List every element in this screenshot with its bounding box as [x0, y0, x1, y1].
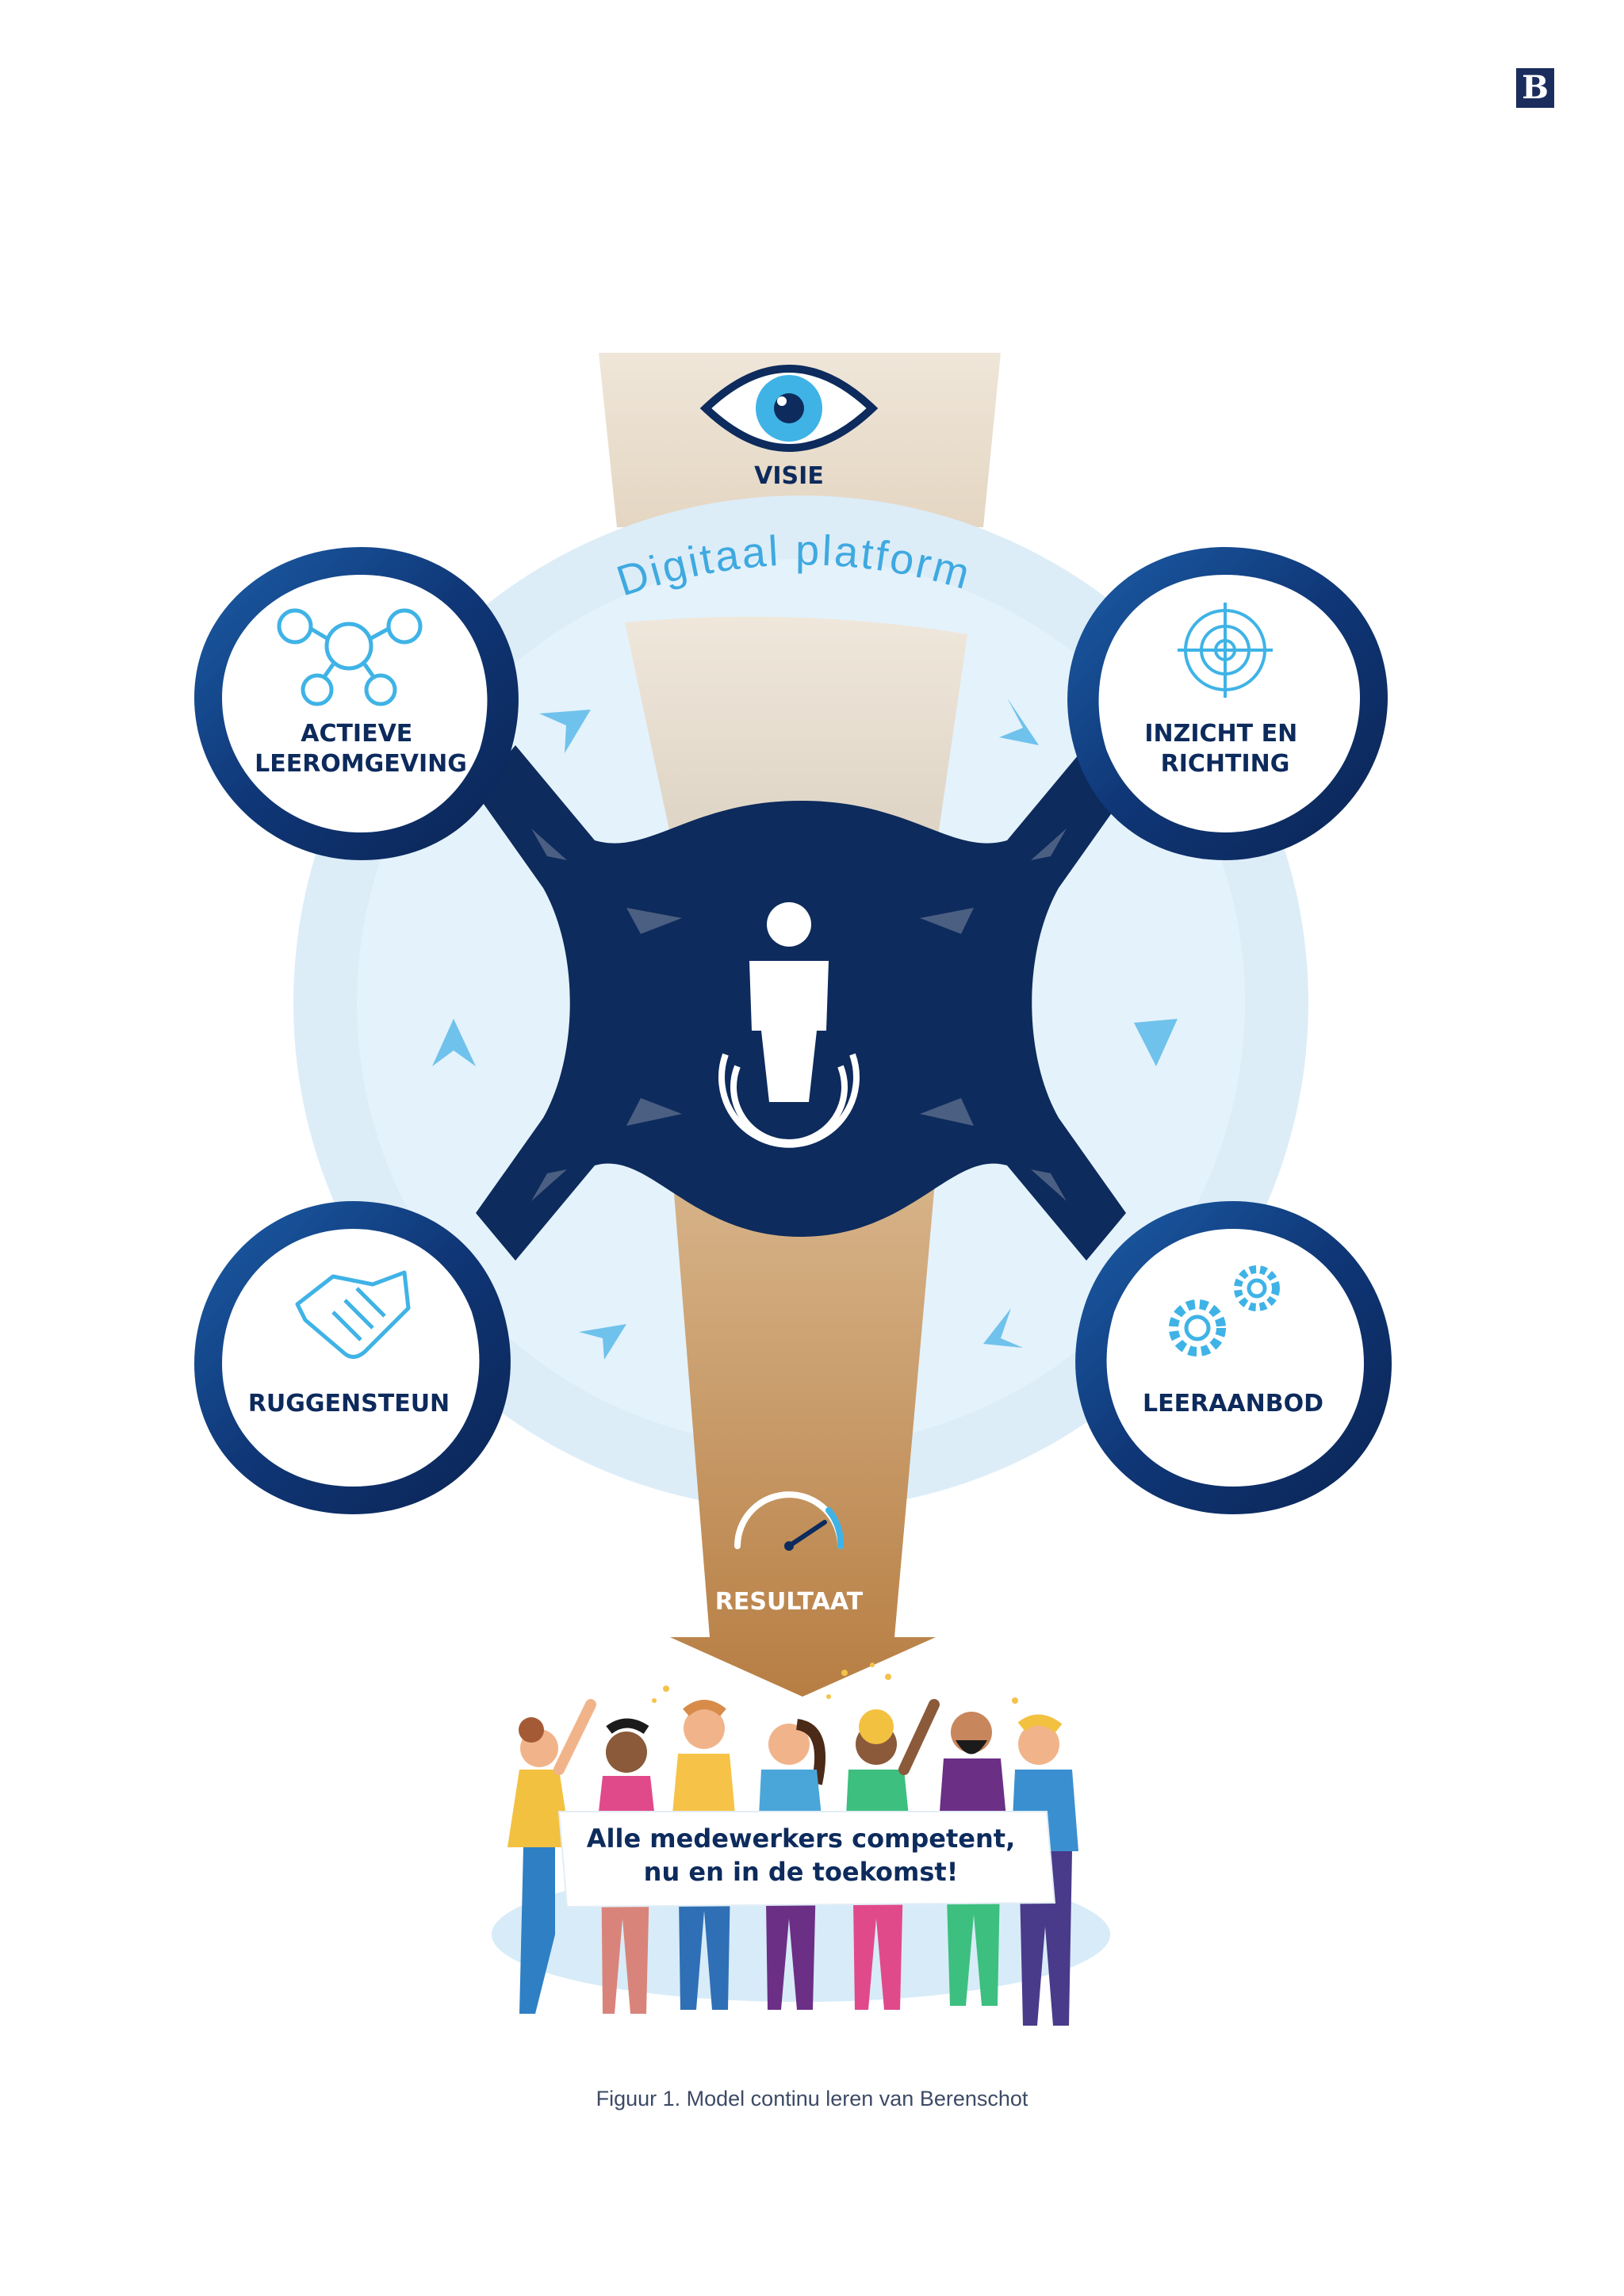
banner-line1: Alle medewerkers competent,	[587, 1823, 1015, 1854]
sparkles	[652, 1663, 1018, 1704]
node-inzicht-en-richting: INZICHT EN RICHTING	[1067, 547, 1388, 860]
crosshair-target-icon	[1178, 603, 1273, 698]
gears-icon	[1169, 1265, 1280, 1357]
node-leeraanbod: LEERAANBOD	[1075, 1201, 1392, 1514]
person-figure	[1011, 1714, 1078, 2026]
figure-caption: Figuur 1. Model continu leren van Berens…	[596, 2087, 1028, 2110]
banner	[557, 1811, 1056, 1908]
people-network-icon	[277, 608, 423, 706]
handshake-icon	[295, 1270, 411, 1359]
node-label-top-left-line1: ACTIEVE	[301, 720, 412, 748]
hub-arrows	[531, 828, 1067, 1201]
berenschot-logo: B	[1516, 68, 1554, 108]
person-figure	[508, 1699, 596, 2014]
node-actieve-leeromgeving: ACTIEVE LEEROMGEVING	[194, 547, 519, 860]
banner-line2: nu en in de toekomst!	[644, 1857, 959, 1887]
person-icon	[718, 902, 860, 1148]
team-illustration: Alle medewerkers competent, nu en in de …	[492, 1699, 1110, 2026]
svg-text:INZICHT EN RICHTING: INZICHT EN RICHTING	[1144, 720, 1305, 778]
node-label-bottom-right: LEERAANBOD	[1143, 1390, 1323, 1418]
node-label-top-left: ACTIEVE LEEROMGEVING	[255, 720, 467, 778]
resultaat-beam	[670, 1173, 936, 1697]
visie-label: VISIE	[754, 462, 824, 490]
node-ruggensteun: RUGGENSTEUN	[194, 1201, 511, 1514]
speedometer-icon	[734, 1491, 845, 1551]
node-label-bottom-left: RUGGENSTEUN	[248, 1390, 450, 1418]
eye-icon	[699, 365, 879, 452]
node-label-top-left-line2: LEEROMGEVING	[255, 750, 467, 778]
resultaat-label: RESULTAAT	[715, 1588, 864, 1616]
cycle-arrows	[432, 698, 1178, 1360]
